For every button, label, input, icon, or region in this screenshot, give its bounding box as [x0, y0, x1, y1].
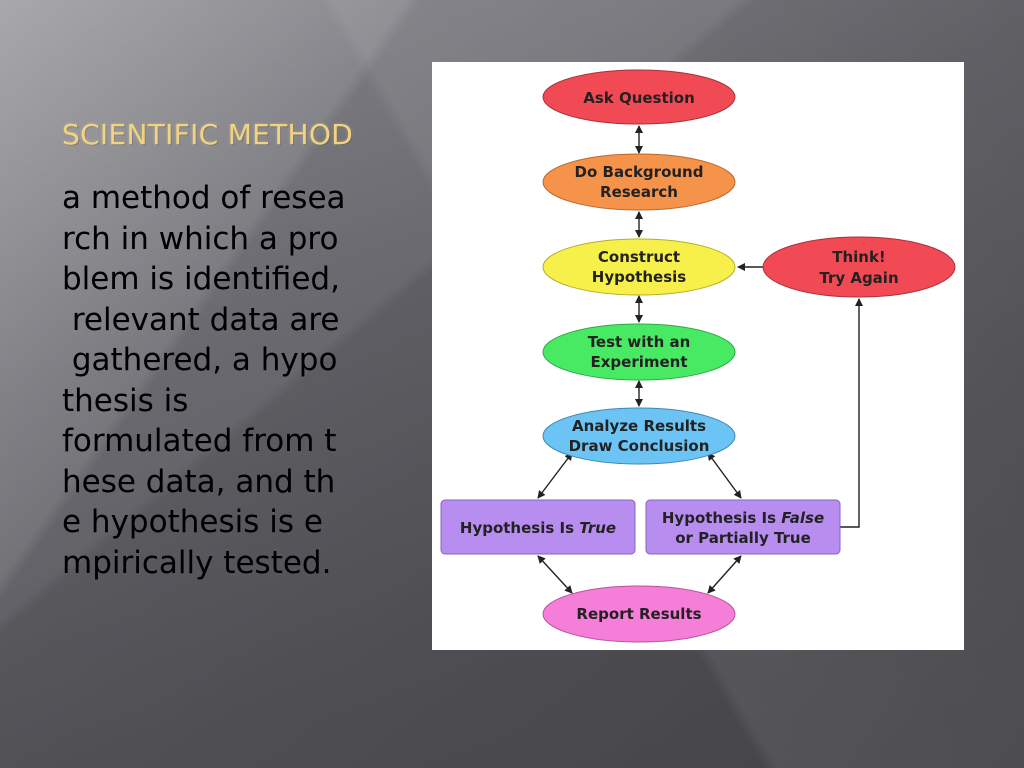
node-label: Hypothesis Is True: [460, 519, 616, 537]
node-shape: [645, 499, 841, 555]
node-test-experiment: Test with an Experiment: [542, 323, 736, 381]
node-ask-question: Ask Question: [542, 69, 736, 125]
node-label: Try Again: [819, 269, 898, 287]
node-background-research: Do Background Research: [542, 153, 736, 211]
arrow-true-report: [537, 555, 573, 594]
node-report-results: Report Results: [542, 585, 736, 643]
arrow-analyze-false: [707, 452, 742, 499]
node-shape: [762, 236, 956, 298]
node-label: Think!: [832, 248, 886, 266]
node-label: Draw Conclusion: [569, 437, 710, 455]
body-line: gathered, a hypo: [62, 342, 338, 378]
node-label: Report Results: [576, 605, 701, 623]
body-line: e hypothesis is e: [62, 504, 323, 540]
arrow-analyze-true: [537, 452, 573, 499]
node-analyze-results: Analyze Results Draw Conclusion: [542, 407, 736, 465]
node-think-try-again: Think! Try Again: [762, 236, 956, 298]
arrow-false-think: [840, 298, 863, 528]
body-line: blem is identified,: [62, 261, 340, 297]
node-label: Analyze Results: [572, 417, 706, 435]
body-line: hese data, and th: [62, 463, 336, 500]
node-shape: [542, 323, 736, 381]
body-line: thesis is: [62, 382, 189, 419]
node-label: or Partially True: [675, 529, 811, 547]
node-shape: [542, 69, 736, 125]
body-line: a method of resea: [62, 180, 346, 216]
arrow-false-report: [707, 555, 742, 594]
node-label: Construct: [598, 248, 680, 266]
node-label: Research: [600, 183, 678, 201]
body-line: relevant data are: [62, 301, 340, 338]
node-shape: [542, 238, 736, 296]
node-shape: [440, 499, 636, 555]
slide-title: SCIENTIFIC METHOD: [62, 118, 354, 151]
flowchart-connectors: [537, 125, 863, 594]
slide-body-text: a method of resea rch in which a pro ble…: [62, 178, 346, 583]
body-line: mpirically tested.: [62, 544, 332, 581]
node-label: Test with an: [588, 333, 691, 351]
body-line: formulated from t: [62, 423, 337, 459]
node-shape: [542, 153, 736, 211]
node-label: Experiment: [590, 353, 687, 371]
node-shape: [542, 407, 736, 465]
scientific-method-flowchart: Ask Question Do Background Research Cons…: [432, 62, 964, 650]
node-label: Do Background: [575, 163, 704, 181]
node-label: Ask Question: [583, 89, 695, 107]
flowchart-svg: Ask Question Do Background Research Cons…: [440, 69, 956, 643]
body-line: rch in which a pro: [62, 220, 339, 257]
node-hypothesis-false: Hypothesis Is False or Partially True: [645, 499, 841, 555]
node-shape: [542, 585, 736, 643]
node-construct-hypothesis: Construct Hypothesis: [542, 238, 736, 296]
node-label: Hypothesis: [592, 268, 686, 286]
node-hypothesis-true: Hypothesis Is True: [440, 499, 636, 555]
node-label: Hypothesis Is False: [662, 509, 824, 527]
